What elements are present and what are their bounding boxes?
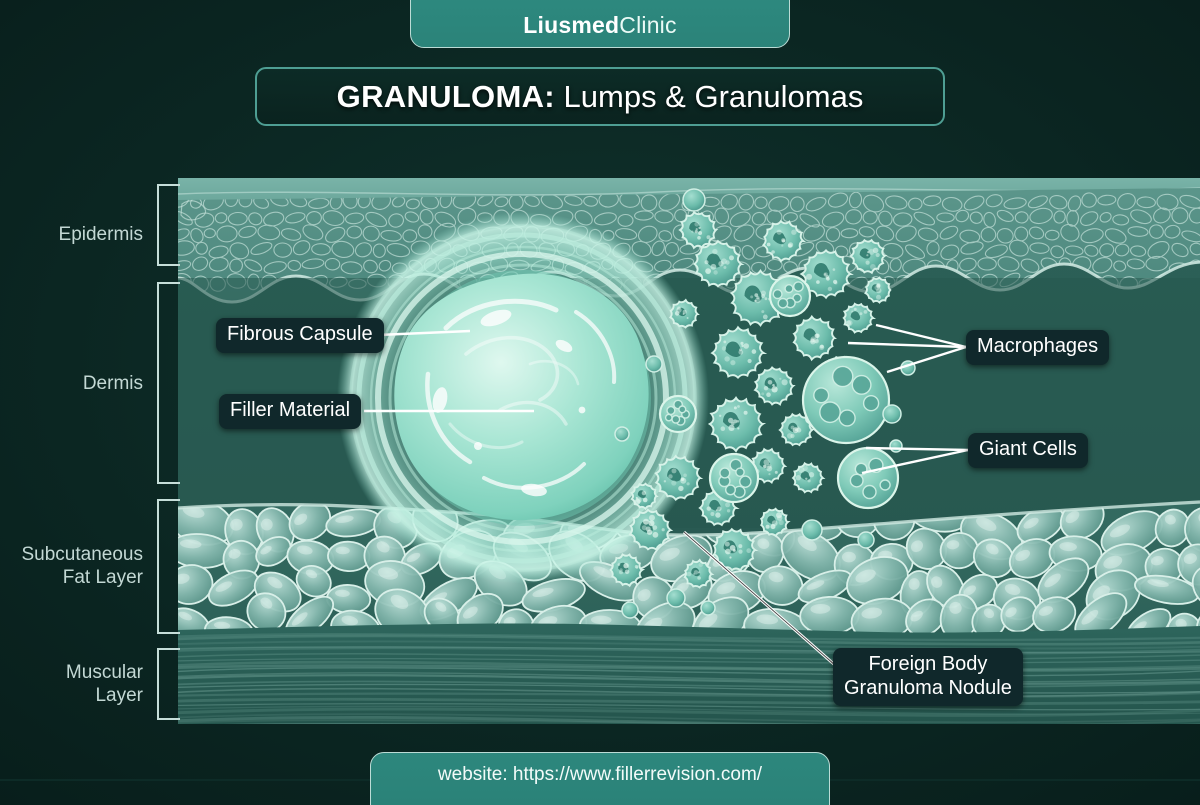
macrophage-cell	[761, 219, 807, 263]
macrophage-cell	[692, 239, 745, 288]
macrophage-cell	[729, 268, 789, 328]
brand-name-bold: Liusmed	[523, 12, 620, 38]
small-cell	[645, 355, 663, 373]
layer-label-muscular: Muscular Layer	[65, 662, 143, 707]
macrophage-cell	[628, 508, 674, 551]
title-box: GRANULOMA: Lumps & Granulomas	[255, 67, 945, 126]
giant-cell	[658, 394, 698, 434]
brand-bar: LiusmedClinic	[410, 0, 790, 48]
macrophage-cell	[707, 396, 767, 453]
layer-label-subcutaneous: Subcutaneous Fat Layer	[21, 544, 144, 589]
giant-cell	[768, 274, 812, 318]
macrophage-cell	[863, 276, 892, 304]
macrophage-cell	[778, 412, 816, 447]
giant-cell	[836, 446, 900, 510]
filler-material-blob	[394, 273, 649, 521]
footer-website[interactable]: website: https://www.fillerrevision.com/	[437, 764, 763, 785]
bracket-subcutaneous	[157, 499, 180, 634]
bracket-muscular	[157, 648, 180, 720]
small-cell	[682, 188, 706, 212]
brand-name-light: Clinic	[619, 12, 677, 38]
small-cell	[700, 600, 716, 616]
footer-rule-left	[0, 779, 372, 781]
macrophage-cell	[678, 210, 719, 250]
macrophage-cell	[668, 298, 700, 329]
small-cell	[857, 531, 875, 549]
macrophage-cell	[791, 461, 826, 494]
footer-rule-right	[828, 779, 1200, 781]
callout-giant-cells[interactable]: Giant Cells	[968, 433, 1088, 468]
layer-label-epidermis: Epidermis	[58, 224, 143, 245]
bracket-dermis	[157, 282, 180, 484]
small-cell	[882, 404, 902, 424]
macrophage-cell	[609, 553, 646, 588]
footer-bar: website: https://www.fillerrevision.com/	[370, 752, 830, 805]
macrophage-cell	[849, 238, 888, 275]
callout-filler-material[interactable]: Filler Material	[219, 394, 362, 429]
brand-title: LiusmedClinic	[523, 12, 676, 39]
macrophage-cell	[630, 482, 659, 511]
title-keyword: GRANULOMA:	[336, 78, 555, 114]
small-cell	[614, 426, 630, 442]
macrophage-cell	[753, 366, 796, 406]
macrophage-cell	[654, 454, 704, 502]
small-cell	[900, 360, 916, 376]
callout-macrophages[interactable]: Macrophages	[966, 330, 1110, 365]
small-cell	[889, 439, 903, 453]
small-cell	[666, 588, 686, 608]
macrophage-cell	[799, 248, 854, 300]
title-subtitle: Lumps & Granulomas	[554, 78, 864, 114]
callout-foreign-body-granuloma-nodule[interactable]: Foreign Body Granuloma Nodule	[833, 648, 1023, 707]
small-cell	[801, 519, 823, 541]
small-cell	[621, 601, 639, 619]
giant-cell	[801, 355, 891, 445]
layer-label-dermis: Dermis	[82, 373, 143, 394]
bracket-epidermis	[157, 184, 180, 266]
callout-fibrous-capsule[interactable]: Fibrous Capsule	[216, 318, 384, 353]
macrophage-cell	[842, 302, 877, 334]
macrophage-cell	[710, 325, 768, 380]
muscular-layer	[178, 623, 1200, 724]
page-title: GRANULOMA: Lumps & Granulomas	[337, 79, 864, 115]
giant-cell	[708, 452, 760, 504]
macrophage-cell	[750, 447, 788, 485]
macrophage-cell	[792, 314, 837, 362]
